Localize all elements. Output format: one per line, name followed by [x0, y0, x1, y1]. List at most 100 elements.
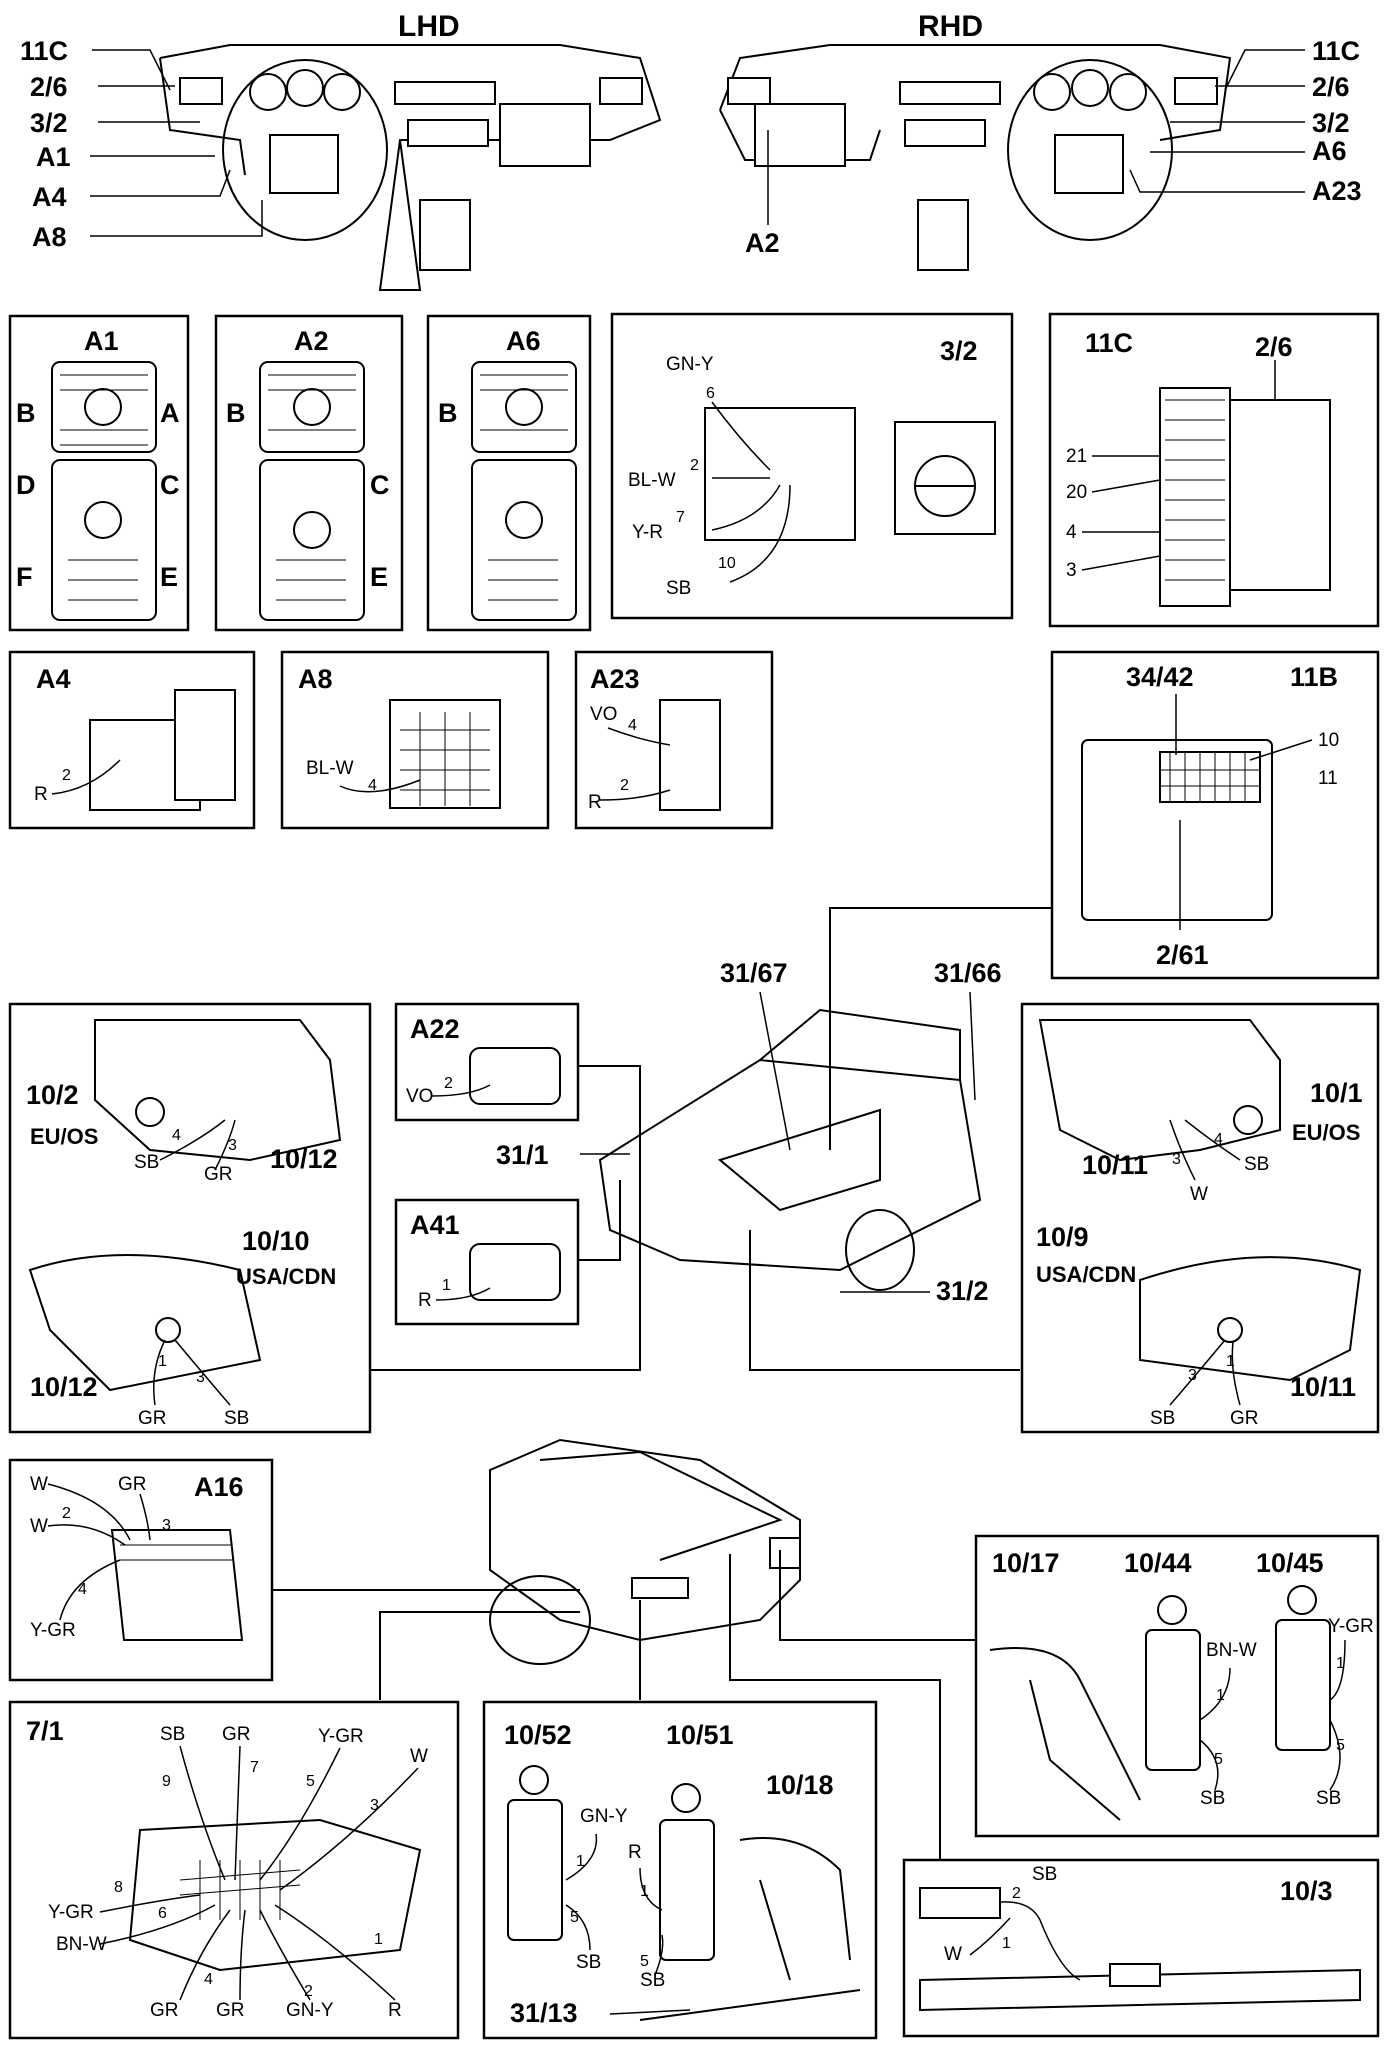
rhd-gauge-3 [1109, 73, 1147, 111]
a23-wire-vo: VO [590, 704, 617, 725]
a22-pin-2: 2 [444, 1075, 453, 1092]
a6-title: A6 [506, 326, 541, 356]
c11-fuse-strip [1159, 387, 1231, 607]
m71-pin-8: 8 [114, 1879, 123, 1896]
s32-pin-6: 6 [706, 385, 715, 402]
s32-pin-2: 2 [690, 457, 699, 474]
box-a23: A23 VO 4 2 R [574, 650, 774, 830]
r17-pin-1: 1 [1216, 1687, 1225, 1704]
a41-pin-1: 1 [442, 1277, 451, 1294]
front-car: 31/67 31/66 31/1 31/2 [370, 907, 1052, 1371]
right-wire-sb-b: SB [1150, 1408, 1175, 1429]
box-3-2: 3/2 GN-Y 6 BL-W 2 7 Y-R 10 SB [610, 312, 1014, 620]
s32-switch-body [704, 407, 856, 541]
m71-pin-4: 4 [204, 1971, 213, 1988]
lhd-steering-hub [269, 134, 339, 194]
left-wire-gr: GR [204, 1164, 233, 1185]
m71-pin-5: 5 [306, 1773, 315, 1790]
a23-pin-4: 4 [628, 717, 637, 734]
front-left-box: 10/2 EU/OS 10/12 4 3 SB GR 10/10 USA/CDN… [8, 1002, 372, 1434]
a1-letter-a: A [160, 398, 180, 428]
left-headlamp-eu [94, 1019, 342, 1162]
b11-title: 11B [1290, 662, 1338, 692]
a1-letter-e: E [160, 562, 178, 592]
r17-lamp-holder-1 [1145, 1629, 1201, 1771]
m52-label-10-52: 10/52 [504, 1720, 572, 1750]
a22-title: A22 [410, 1014, 460, 1044]
lhd-gauge-1 [249, 73, 287, 111]
lhd-center-vent [394, 81, 496, 105]
a16-connector [110, 1529, 244, 1641]
lhd-dashboard: LHD 11C 2/6 3/2 A1 A4 A8 [20, 10, 662, 291]
left-region-eu: EU/OS [30, 1124, 98, 1149]
left-label-10-2: 10/2 [26, 1080, 79, 1110]
m71-pin-6: 6 [158, 1905, 167, 1922]
box-11c: 11C 2/6 21 20 4 3 [1048, 312, 1380, 628]
a8-pin-4: 4 [368, 777, 377, 794]
a1-title: A1 [84, 326, 119, 356]
rear-car [272, 1438, 975, 1860]
c11-pin-4: 4 [1066, 522, 1077, 543]
front-label-31-66: 31/66 [934, 958, 1002, 988]
a16-wire-gr: GR [118, 1474, 147, 1495]
right-label-10-11-a: 10/11 [1082, 1150, 1148, 1180]
s32-wire-sb: SB [666, 578, 691, 599]
m52-pin-5: 5 [570, 1909, 579, 1926]
m71-pin-3: 3 [370, 1797, 379, 1814]
rhd-center-vent [899, 81, 1001, 105]
rhd-steering-wheel [1007, 59, 1173, 241]
s32-wire-bl-w: BL-W [628, 470, 676, 491]
rhd-vent-right [1174, 77, 1218, 105]
b11-label-2-61: 2/61 [1156, 940, 1209, 970]
c11-relay-block [1229, 399, 1331, 591]
m71-title: 7/1 [26, 1716, 64, 1746]
s32-pin-10: 10 [718, 555, 736, 572]
box-a16: A16 W GR W 2 3 4 Y-GR [8, 1458, 274, 1682]
m71-wire-gr-b: GR [150, 2000, 179, 2021]
a4-title: A4 [36, 664, 71, 694]
a16-pin-4: 4 [78, 1581, 87, 1598]
m52-label-31-13: 31/13 [510, 1998, 578, 2028]
c11-title: 11C [1085, 328, 1133, 358]
box-a22: A22 VO 2 [394, 1002, 580, 1122]
lhd-steering-wheel [222, 59, 388, 241]
right-pin-1: 1 [1226, 1353, 1235, 1370]
m71-wire-y-gr: Y-GR [318, 1726, 364, 1747]
m52-wire-sb-b: SB [640, 1970, 665, 1991]
a22-wire-vo: VO [406, 1086, 433, 1107]
m71-pin-7: 7 [250, 1759, 259, 1776]
rhd-callouts: 11C 2/6 3/2 A6 A23 A2 [745, 36, 1362, 258]
left-pin-3: 3 [228, 1137, 237, 1154]
a4-wire-r: R [34, 784, 48, 805]
b11-pin-10: 10 [1318, 730, 1339, 751]
rhd-gauge-1 [1033, 73, 1071, 111]
lhd-label-a4: A4 [32, 182, 67, 212]
rhd-title: RHD [918, 10, 983, 43]
right-label-10-9: 10/9 [1036, 1222, 1089, 1252]
left-wire-sb: SB [134, 1152, 159, 1173]
a8-title: A8 [298, 664, 333, 694]
front-car-wheel [845, 1209, 915, 1291]
rhd-label-3-2: 3/2 [1312, 108, 1350, 138]
front-label-31-67: 31/67 [720, 958, 788, 988]
m103-wire-sb: SB [1032, 1864, 1057, 1885]
r17-label-10-17: 10/17 [992, 1548, 1060, 1578]
a1-letter-c: C [160, 470, 180, 500]
a16-pin-3: 3 [162, 1517, 171, 1534]
a16-wire-y-gr: Y-GR [30, 1620, 76, 1641]
lhd-vent-left [179, 77, 223, 105]
rear-lamp-right [769, 1537, 801, 1569]
rhd-label-a23: A23 [1312, 176, 1362, 206]
m103-strip [919, 1968, 1361, 2012]
lhd-label-a1: A1 [36, 142, 71, 172]
c11-pin-20: 20 [1066, 482, 1087, 503]
a41-title: A41 [410, 1210, 460, 1240]
a16-pin-2: 2 [62, 1505, 71, 1522]
left-headlamp-usa [28, 1254, 262, 1392]
lhd-title: LHD [398, 10, 460, 43]
box-10-17: 10/17 10/44 10/45 BN-W 1 5 SB Y-GR 1 5 S… [974, 1534, 1380, 1838]
rhd-label-2-6: 2/6 [1312, 72, 1350, 102]
m71-wire-r: R [388, 2000, 402, 2021]
a1-letter-f: F [16, 562, 33, 592]
